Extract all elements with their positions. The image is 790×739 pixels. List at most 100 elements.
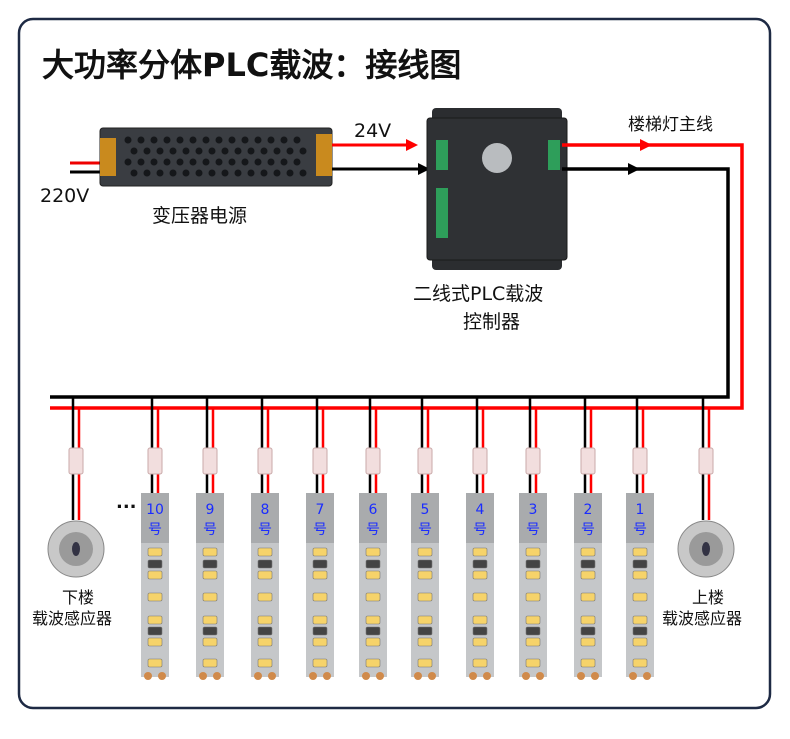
led-chip (257, 570, 273, 580)
led-strip: 6号 (359, 493, 387, 680)
strip-number-suffix: 号 (473, 522, 487, 538)
led-chip (632, 626, 648, 636)
controller-label-line2: 控制器 (463, 311, 520, 333)
dc-output-label: 24V (354, 120, 391, 142)
wire-drop (365, 397, 381, 493)
power-supply (99, 127, 333, 187)
connector-icon (68, 447, 84, 475)
wire-drop (312, 397, 328, 493)
led-chip (202, 559, 218, 569)
led-chip (472, 615, 488, 625)
led-chip (365, 658, 381, 668)
led-chip (257, 592, 273, 602)
strip-number-suffix: 号 (148, 522, 162, 538)
led-chip (580, 615, 596, 625)
led-chip (365, 559, 381, 569)
strip-number: 3 (529, 502, 538, 518)
wire-drop (472, 397, 488, 493)
led-chip (257, 559, 273, 569)
connector-icon (257, 447, 273, 475)
led-strip: 7号 (306, 493, 334, 680)
led-chip (257, 626, 273, 636)
led-chip (257, 615, 273, 625)
led-chip (365, 615, 381, 625)
strip-number: 4 (476, 502, 485, 518)
arrow-icon (418, 163, 430, 175)
top-sensor-label-line2: 载波感应器 (662, 609, 742, 628)
led-chip (147, 615, 163, 625)
led-chip (202, 547, 218, 557)
arrow-icon (640, 139, 652, 151)
wire-drop (580, 397, 596, 493)
connector-icon (580, 447, 596, 475)
connector-icon (632, 447, 648, 475)
led-chip (632, 592, 648, 602)
led-chip (580, 570, 596, 580)
led-chip (472, 592, 488, 602)
led-strip: 1号 (626, 493, 654, 680)
top-sensor-label-line1: 上楼 (692, 588, 724, 607)
connector-icon (472, 447, 488, 475)
led-chip (472, 547, 488, 557)
strip-number: 1 (636, 502, 645, 518)
main-line-label: 楼梯灯主线 (628, 115, 713, 135)
strip-number-suffix: 号 (366, 522, 380, 538)
led-chip (417, 626, 433, 636)
led-chip (365, 570, 381, 580)
led-chip (257, 658, 273, 668)
led-chip (202, 637, 218, 647)
led-chip (525, 547, 541, 557)
led-chip (632, 615, 648, 625)
led-chip (202, 658, 218, 668)
led-chip (417, 592, 433, 602)
led-chip (147, 637, 163, 647)
led-strip: 9号 (196, 493, 224, 680)
led-chip (580, 592, 596, 602)
led-chip (312, 559, 328, 569)
led-chip (312, 626, 328, 636)
led-strip: 2号 (574, 493, 602, 680)
led-chip (257, 547, 273, 557)
led-chip (147, 658, 163, 668)
connector-icon (202, 447, 218, 475)
led-strip: 5号 (411, 493, 439, 680)
led-strip: 4号 (466, 493, 494, 680)
led-chip (147, 626, 163, 636)
led-chip (417, 637, 433, 647)
led-chip (202, 592, 218, 602)
wire-drop (632, 397, 648, 493)
led-chip (365, 547, 381, 557)
bottom-sensor-label-line1: 下楼 (62, 588, 94, 607)
led-chip (312, 570, 328, 580)
led-chip (417, 559, 433, 569)
led-chip (147, 570, 163, 580)
led-chip (580, 658, 596, 668)
led-chip (525, 570, 541, 580)
led-chip (202, 615, 218, 625)
led-chip (257, 637, 273, 647)
led-chip (202, 570, 218, 580)
ellipsis: ... (116, 492, 137, 513)
led-chip (472, 559, 488, 569)
led-chip (147, 559, 163, 569)
bottom-sensor (47, 520, 105, 578)
wire-drop (68, 397, 84, 520)
power-supply-label: 变压器电源 (152, 205, 247, 227)
wire-drop (417, 397, 433, 493)
led-chip (417, 615, 433, 625)
strip-number-suffix: 号 (203, 522, 217, 538)
led-strip: 10号 (141, 493, 169, 680)
strip-number-suffix: 号 (258, 522, 272, 538)
ac-input-label: 220V (40, 185, 89, 207)
led-chip (312, 658, 328, 668)
strip-number: 8 (261, 502, 270, 518)
led-chip (472, 637, 488, 647)
led-chip (417, 570, 433, 580)
connector-icon (698, 447, 714, 475)
page-title: 大功率分体PLC载波：接线图 (42, 46, 461, 84)
strip-number-suffix: 号 (633, 522, 647, 538)
led-chip (472, 570, 488, 580)
strip-number-suffix: 号 (313, 522, 327, 538)
led-chip (632, 637, 648, 647)
led-chip (525, 626, 541, 636)
